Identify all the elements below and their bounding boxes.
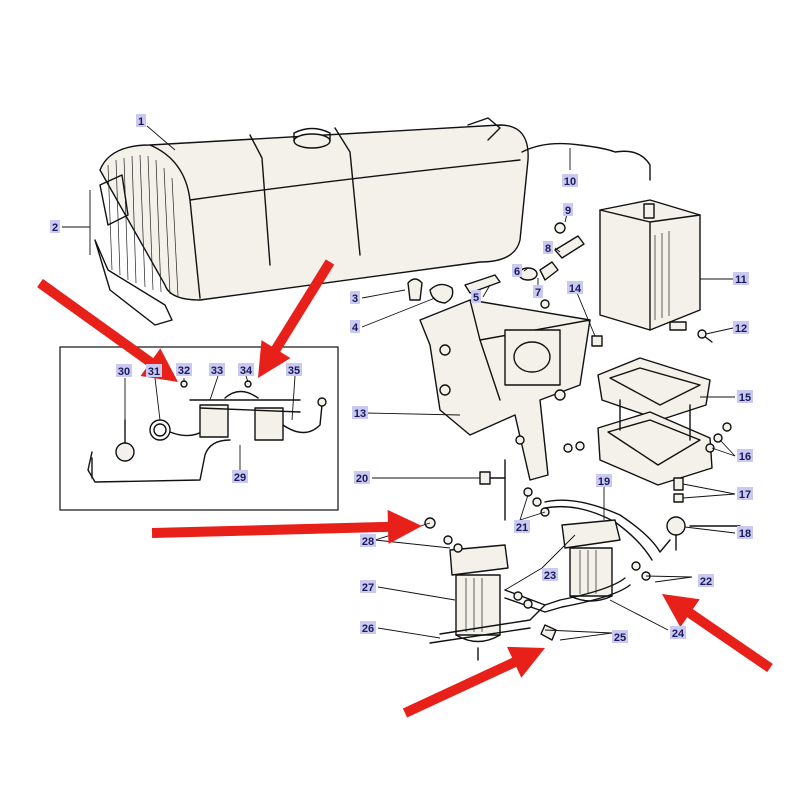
callout-5: 5 xyxy=(471,290,481,304)
red-arrow-5 xyxy=(402,646,545,718)
callout-34: 34 xyxy=(238,363,254,377)
callout-number: 12 xyxy=(735,323,747,335)
filter-assembly-rear xyxy=(561,519,621,602)
callout-number: 34 xyxy=(240,365,253,377)
callout-number: 6 xyxy=(514,266,520,278)
callout-13: 13 xyxy=(352,406,368,420)
callout-number: 14 xyxy=(569,283,582,295)
callout-21: 21 xyxy=(514,520,530,534)
callout-number: 18 xyxy=(739,528,751,540)
callout-number: 29 xyxy=(234,472,246,484)
callout-25: 25 xyxy=(612,630,628,644)
red-arrow-4 xyxy=(662,594,773,673)
callout-20: 20 xyxy=(354,471,370,485)
callout-32: 32 xyxy=(176,363,192,377)
callout-30: 30 xyxy=(116,364,132,378)
red-arrow-1 xyxy=(37,278,178,382)
callout-11: 11 xyxy=(733,272,749,286)
callout-number: 33 xyxy=(211,365,223,377)
callout-labels: 1234567891011121314151617181920212223242… xyxy=(50,114,753,644)
callout-number: 15 xyxy=(739,392,751,404)
callout-number: 24 xyxy=(672,628,685,640)
callout-number: 4 xyxy=(352,322,359,334)
callout-16: 16 xyxy=(737,449,753,463)
callout-number: 10 xyxy=(564,176,576,188)
callout-15: 15 xyxy=(737,390,753,404)
callout-number: 26 xyxy=(362,623,374,635)
callout-number: 19 xyxy=(598,476,610,488)
callout-8: 8 xyxy=(543,241,553,255)
callout-19: 19 xyxy=(596,474,612,488)
callout-4: 4 xyxy=(350,320,360,334)
callout-number: 13 xyxy=(354,408,366,420)
callout-number: 7 xyxy=(535,287,541,299)
callout-2: 2 xyxy=(50,220,60,234)
filter-assembly-front xyxy=(449,544,509,661)
callout-number: 16 xyxy=(739,451,751,463)
callout-number: 3 xyxy=(352,293,358,305)
callout-14: 14 xyxy=(567,281,583,295)
callout-35: 35 xyxy=(286,363,302,377)
callout-number: 30 xyxy=(118,366,130,378)
fuel-filter-housing xyxy=(599,199,713,343)
callout-23: 23 xyxy=(542,568,558,582)
callout-6: 6 xyxy=(512,264,522,278)
callout-number: 5 xyxy=(473,292,479,304)
callout-12: 12 xyxy=(733,321,749,335)
callout-18: 18 xyxy=(737,526,753,540)
mounting-bracket xyxy=(419,299,591,521)
callout-29: 29 xyxy=(232,470,248,484)
callout-number: 32 xyxy=(178,365,190,377)
callout-1: 1 xyxy=(136,114,146,128)
callout-number: 28 xyxy=(362,536,374,548)
fuel-pipe xyxy=(521,142,651,181)
callout-9: 9 xyxy=(563,203,573,217)
callout-24: 24 xyxy=(670,626,686,640)
filter-tray xyxy=(597,357,732,486)
callout-number: 23 xyxy=(544,570,556,582)
callout-7: 7 xyxy=(533,285,543,299)
red-arrow-3 xyxy=(151,509,422,544)
callout-27: 27 xyxy=(360,580,376,594)
callout-number: 21 xyxy=(516,522,528,534)
callout-number: 8 xyxy=(545,243,551,255)
callout-number: 35 xyxy=(288,365,300,377)
fuel-tank xyxy=(94,117,529,326)
callout-31: 31 xyxy=(146,364,162,378)
callout-3: 3 xyxy=(350,291,360,305)
leader-lines xyxy=(62,125,736,641)
callout-10: 10 xyxy=(562,174,578,188)
callout-26: 26 xyxy=(360,621,376,635)
callout-number: 22 xyxy=(700,576,712,588)
connecting-pipes xyxy=(424,487,651,644)
callout-33: 33 xyxy=(209,363,225,377)
highlight-arrows xyxy=(37,259,773,718)
callout-number: 20 xyxy=(356,473,368,485)
small-fittings xyxy=(407,222,603,347)
callout-22: 22 xyxy=(698,574,714,588)
callout-number: 11 xyxy=(735,274,747,286)
callout-number: 17 xyxy=(739,489,751,501)
callout-number: 9 xyxy=(565,205,571,217)
callout-number: 31 xyxy=(148,366,160,378)
red-arrow-2 xyxy=(258,259,335,378)
callout-number: 1 xyxy=(138,116,144,128)
callout-number: 25 xyxy=(614,632,626,644)
callout-number: 2 xyxy=(52,222,58,234)
callout-17: 17 xyxy=(737,487,753,501)
callout-28: 28 xyxy=(360,534,376,548)
callout-number: 27 xyxy=(362,582,374,594)
